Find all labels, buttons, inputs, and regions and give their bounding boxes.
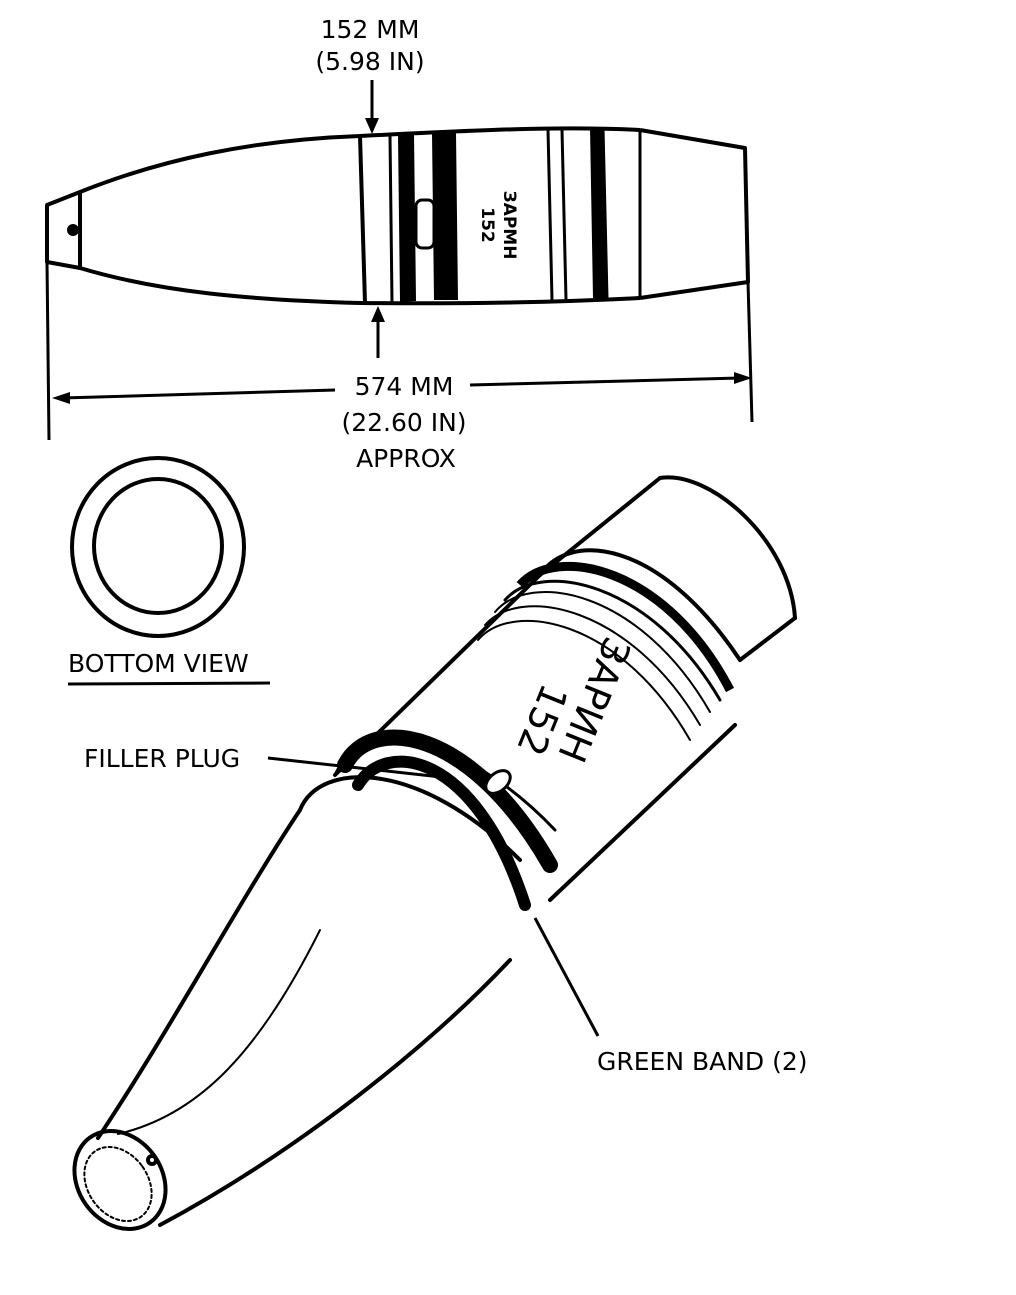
perspective-ogive-left (96, 808, 302, 1140)
perspective-green-bands (337, 729, 558, 911)
length-qualifier-label: APPROX (356, 444, 456, 473)
perspective-rear-band (516, 562, 734, 693)
perspective-ogive-right (158, 958, 512, 1227)
bottom-view (70, 456, 246, 638)
side-view-body-bottom (359, 296, 641, 306)
perspective-filler-plug (484, 769, 512, 795)
perspective-base (658, 475, 797, 620)
length-metric-label: 574 MM (355, 372, 454, 401)
filler-plug-leader (267, 756, 451, 780)
side-view-ogive-top (79, 134, 361, 194)
side-view-marking-line2: ЗАРМН (499, 191, 519, 260)
green-band-callout-label: GREEN BAND (2) (597, 1047, 808, 1076)
bottom-view-underline (67, 681, 271, 686)
side-view-ogive-bottom (79, 266, 361, 305)
side-view-nose-dot (67, 224, 79, 236)
bottom-view-label: BOTTOM VIEW (68, 649, 249, 678)
diameter-dimension (365, 80, 385, 358)
side-view-body-top (359, 126, 641, 138)
perspective-view (72, 475, 797, 1231)
perspective-body-right (548, 723, 737, 902)
length-imperial-label: (22.60 IN) (341, 408, 466, 437)
diameter-metric-label: 152 MM (321, 15, 420, 44)
perspective-nose-threads (83, 1145, 153, 1223)
side-view-filler-plug (414, 198, 436, 250)
side-view-boattail (639, 128, 750, 300)
side-view (45, 126, 750, 306)
side-view-green-bands (398, 128, 606, 302)
diameter-imperial-label: (5.98 IN) (315, 47, 424, 76)
length-dimension (45, 261, 754, 441)
side-view-marking-line1: 152 (477, 207, 497, 243)
green-band-leader (533, 917, 600, 1037)
filler-plug-callout-label: FILLER PLUG (84, 744, 240, 773)
